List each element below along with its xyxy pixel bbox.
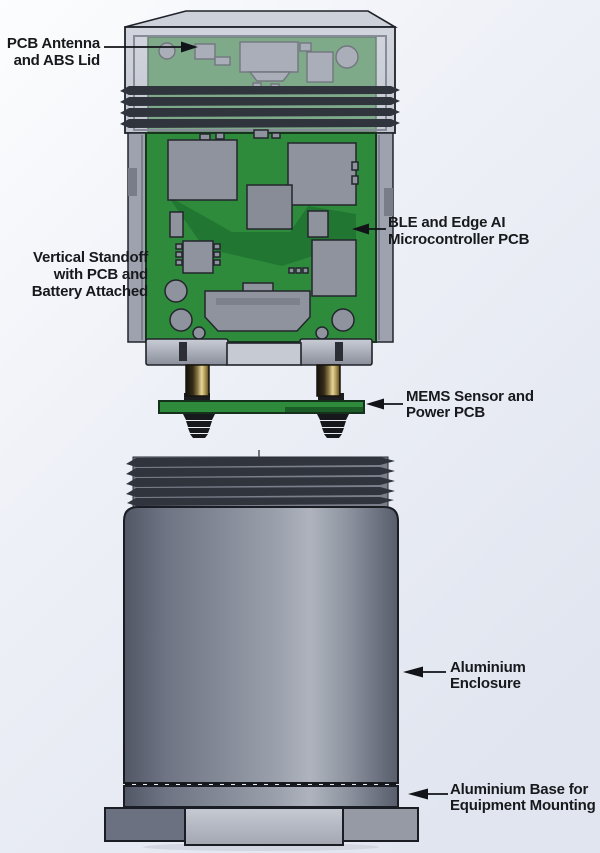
chip-large-right: [287, 142, 357, 206]
collar-slot: [179, 342, 187, 361]
label-vertical-standoff: with PCB and: [53, 266, 148, 283]
standoff-left: [185, 364, 210, 397]
capacitor: [331, 308, 355, 332]
mounting-base-right-face: [341, 807, 419, 842]
mounting-base-left-face: [104, 807, 188, 842]
abs-lid-translucent-wall: [125, 27, 395, 133]
enclosure-body: [123, 506, 399, 784]
mounting-base: [104, 807, 419, 846]
label-aluminium-enclosure: Enclosure: [450, 675, 521, 692]
label-pcb-antenna: PCB Antenna: [7, 35, 101, 52]
label-ble-microcontroller: Microcontroller PCB: [388, 231, 530, 248]
mems-pcb: [158, 400, 365, 414]
capacitor: [169, 308, 193, 332]
coin-cell-holder: [335, 45, 359, 69]
arrowhead-left-icon: [366, 398, 384, 410]
ble-module: [307, 210, 329, 238]
chip-large-left: [167, 139, 238, 201]
leader-arrowheads: [181, 41, 428, 800]
capacitor: [164, 279, 188, 303]
leader-lines: [104, 46, 448, 795]
screw-right: [317, 414, 349, 438]
arrowhead-left-icon: [408, 788, 428, 800]
chip-small-left: [182, 240, 214, 274]
screw-left: [183, 414, 215, 438]
label-aluminium-base: Equipment Mounting: [450, 797, 596, 814]
enclosure-threads: [126, 450, 395, 508]
collar-plate: [145, 338, 373, 366]
arrowhead-right-icon: [181, 41, 198, 53]
label-vertical-standoff: Battery Attached: [32, 283, 148, 300]
label-aluminium-base: Aluminium Base for: [450, 781, 588, 798]
arrowhead-left-icon: [352, 223, 369, 235]
lid-threads: [120, 86, 400, 128]
base-ring: [123, 785, 399, 808]
chip-center: [246, 184, 293, 230]
board-connector: [204, 290, 311, 332]
collar-slot: [335, 342, 343, 361]
mounting-screws: [183, 414, 349, 438]
standoff-right: [316, 364, 341, 397]
label-mems-power-pcb: Power PCB: [406, 404, 485, 421]
screw-thread-stub: [318, 393, 344, 403]
label-mems-power-pcb: MEMS Sensor and: [406, 388, 534, 405]
main-pcb: [145, 129, 377, 343]
label-vertical-standoff: Vertical Standoff: [33, 249, 149, 266]
main-pcb-components: [164, 129, 359, 340]
arrowhead-left-icon: [403, 666, 423, 678]
label-aluminium-enclosure: Aluminium: [450, 659, 526, 676]
label-pcb-antenna: and ABS Lid: [14, 52, 100, 69]
screw-thread-stub: [184, 393, 210, 403]
side-rails: [127, 132, 394, 343]
battery-clip: [311, 239, 357, 297]
label-ble-microcontroller: BLE and Edge AI: [388, 214, 505, 231]
callout-labels: PCB Antenna and ABS Lid Vertical Standof…: [7, 35, 596, 814]
mounting-base-front-face: [184, 807, 344, 846]
